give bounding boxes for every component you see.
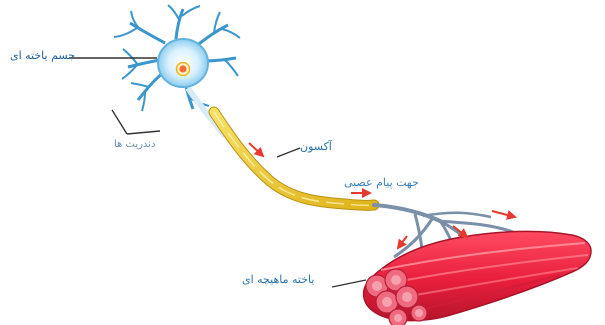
dendrites-label: دندریت ها (114, 140, 155, 150)
cell-body (158, 39, 208, 87)
annotation-lines (69, 58, 366, 287)
muscle-cells-label: یاخته ماهیچه ای (242, 274, 314, 285)
muscle-bundle (364, 231, 591, 325)
axon-label: آکسون (300, 141, 332, 152)
signal-direction-label: جهت پیام عصبی (344, 177, 419, 188)
cell-body-label: جسم یاخته ای (10, 50, 75, 61)
